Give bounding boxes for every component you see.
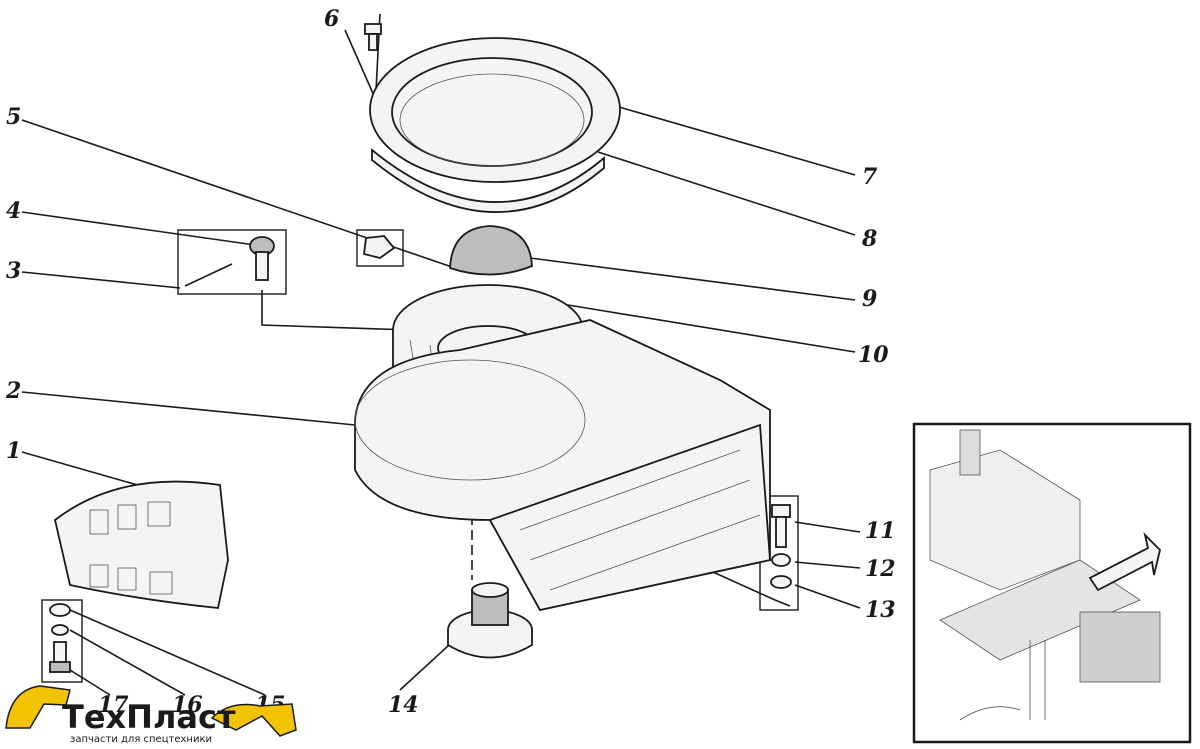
logo-tagline: запчасти для спецтехники (70, 734, 212, 745)
callout-10: 10 (858, 342, 889, 368)
bolt-4 (249, 236, 275, 281)
callout-7: 7 (862, 164, 878, 190)
callout-4: 4 (6, 198, 21, 224)
nut-box-5 (356, 229, 404, 267)
flange-ring-7 (369, 37, 621, 183)
housing-2 (354, 319, 771, 612)
callout-11: 11 (865, 518, 896, 544)
callout-8: 8 (861, 226, 877, 252)
excavator-bucket-icon (210, 703, 297, 737)
callout-16: 16 (172, 692, 203, 718)
excavator-icon (5, 685, 71, 729)
cap-9 (449, 225, 533, 276)
bolt-6 (364, 23, 382, 51)
fastener-box-3-4 (177, 229, 287, 295)
logo-name: ТехПласт (62, 698, 236, 736)
shroud-1 (53, 480, 229, 609)
callout-6: 6 (324, 6, 339, 32)
washer-3 (184, 263, 233, 287)
callout-2: 2 (5, 378, 21, 404)
callout-9: 9 (862, 286, 877, 312)
fastener-box-15-17 (41, 599, 83, 683)
callout-12: 12 (865, 556, 896, 582)
gasket-8 (371, 148, 605, 213)
callout-13: 13 (865, 597, 896, 623)
techplast-logo: ТехПласт запчасти для спецтехники (5, 685, 297, 745)
pulley-14 (447, 582, 533, 659)
callout-5: 5 (6, 104, 21, 130)
arrow-icon (1088, 532, 1161, 592)
callout-3: 3 (6, 258, 21, 284)
installation-inset (912, 422, 1192, 744)
callout-17: 17 (98, 692, 129, 718)
nut-5 (363, 235, 396, 259)
callout-14: 14 (388, 692, 419, 718)
fasteners-11-13 (770, 504, 792, 589)
fasteners-15-17 (49, 603, 71, 673)
callout-1: 1 (6, 438, 21, 464)
